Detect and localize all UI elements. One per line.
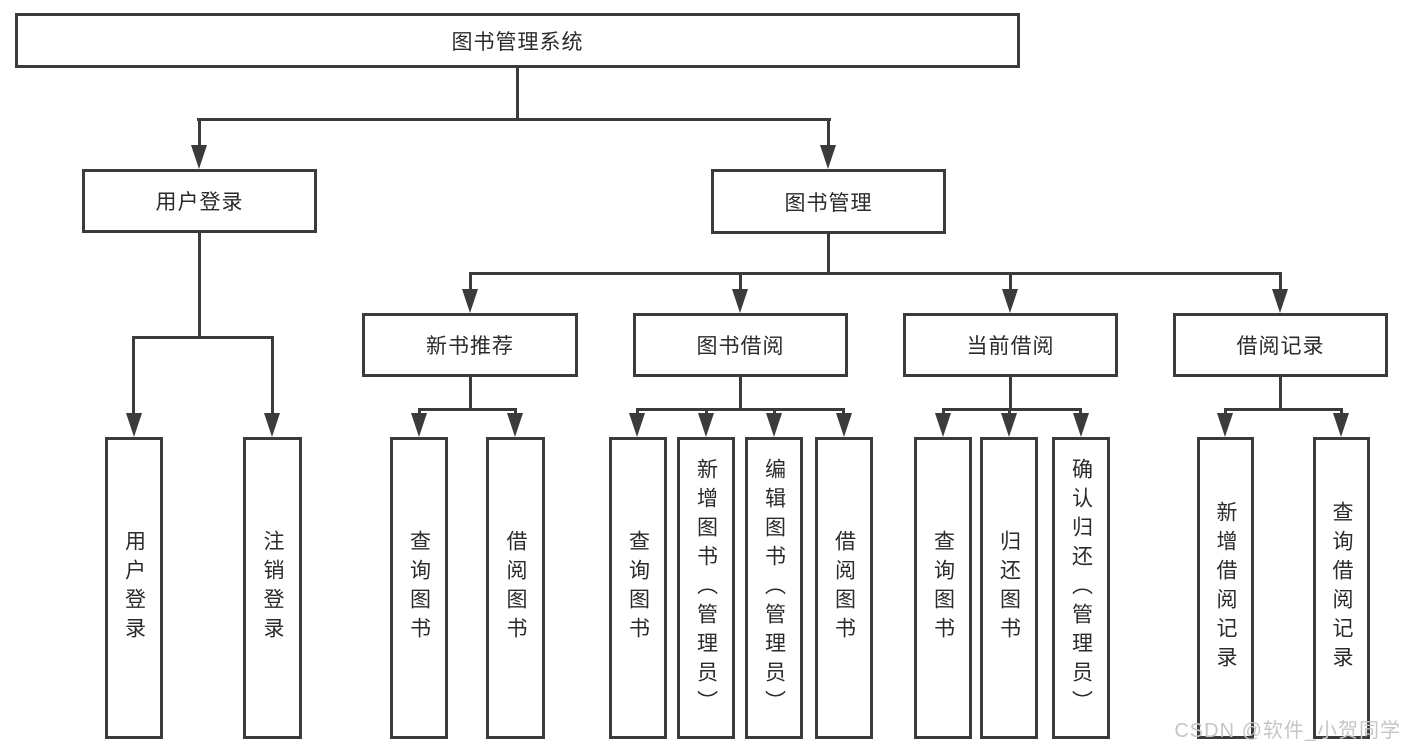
- leaf-borrow-books-borrowing-label: 借阅图书: [832, 530, 856, 646]
- arrow-down-leaf-confirm-return: [1073, 413, 1089, 437]
- leaf-add-book-admin-label: 新增图书（管理员）: [694, 457, 718, 719]
- edge-root-drop: [516, 68, 519, 121]
- leaf-query-borrow-record-label: 查询借阅记录: [1330, 501, 1353, 675]
- edge-book-borrowing-drop: [739, 377, 742, 410]
- node-borrowing-records: 借阅记录: [1173, 313, 1388, 377]
- arrow-down-leaf-user-login: [126, 413, 142, 437]
- arrow-down-leaf-add-book: [698, 413, 714, 437]
- edge-stem-user-login: [198, 118, 201, 152]
- leaf-search-books-borrowing-label: 查询图书: [626, 530, 650, 646]
- node-user-login: 用户登录: [82, 169, 317, 233]
- leaf-return-books-label: 归还图书: [997, 530, 1021, 646]
- arrow-down-leaf-return: [1001, 413, 1017, 437]
- edge-user-login-drop: [198, 233, 201, 338]
- edge-new-book-recommend-drop: [469, 377, 472, 410]
- node-book-management: 图书管理: [711, 169, 946, 234]
- arrow-down-borrowing-records: [1272, 289, 1288, 313]
- leaf-add-book-admin: 新增图书（管理员）: [677, 437, 735, 739]
- leaf-query-borrow-record: 查询借阅记录: [1313, 437, 1370, 739]
- arrow-down-book-borrowing: [732, 289, 748, 313]
- leaf-add-borrow-record: 新增借阅记录: [1197, 437, 1254, 739]
- node-root: 图书管理系统: [15, 13, 1020, 68]
- edge-stem-current-borrowing: [1009, 272, 1012, 294]
- leaf-logout-label: 注销登录: [261, 530, 284, 646]
- edge-current-borrowing-bus: [942, 408, 1082, 411]
- leaf-search-books-recommend: 查询图书: [390, 437, 448, 739]
- leaf-confirm-return-admin-label: 确认归还（管理员）: [1069, 457, 1093, 719]
- leaf-borrow-books-borrowing: 借阅图书: [815, 437, 873, 739]
- node-current-borrowing: 当前借阅: [903, 313, 1118, 377]
- leaf-user-login-label: 用户登录: [122, 530, 146, 646]
- arrow-down-leaf-logout: [264, 413, 280, 437]
- edge-current-borrowing-drop: [1009, 377, 1012, 410]
- leaf-edit-book-admin-label: 编辑图书（管理员）: [762, 457, 786, 719]
- node-book-borrowing-label: 图书借阅: [696, 335, 785, 358]
- leaf-borrow-books-recommend-label: 借阅图书: [504, 530, 527, 646]
- leaf-edit-book-admin: 编辑图书（管理员）: [745, 437, 803, 739]
- edge-book-management-bus: [469, 272, 1282, 275]
- leaf-return-books: 归还图书: [980, 437, 1038, 739]
- node-user-login-label: 用户登录: [155, 191, 244, 214]
- arrow-down-leaf-borrow-2: [836, 413, 852, 437]
- edge-borrowing-records-bus: [1224, 408, 1343, 411]
- leaf-search-books-recommend-label: 查询图书: [407, 530, 431, 646]
- csdn-watermark: CSDN @软件_小贺同学: [1174, 720, 1401, 742]
- node-current-borrowing-label: 当前借阅: [966, 335, 1055, 358]
- leaf-search-books-current-label: 查询图书: [931, 530, 955, 646]
- leaf-search-books-borrowing: 查询图书: [609, 437, 667, 739]
- edge-borrowing-records-drop: [1279, 377, 1282, 410]
- arrow-down-new-book-recommend: [462, 289, 478, 313]
- edge-root-bus: [197, 118, 831, 121]
- leaf-confirm-return-admin: 确认归还（管理员）: [1052, 437, 1110, 739]
- arrow-down-leaf-search-2: [629, 413, 645, 437]
- edge-stem-new-book-recommend: [469, 272, 472, 294]
- leaf-search-books-current: 查询图书: [914, 437, 972, 739]
- node-book-management-label: 图书管理: [784, 191, 873, 215]
- edge-book-borrowing-bus: [636, 408, 845, 411]
- edge-stem-leaf-user-login: [132, 336, 135, 416]
- leaf-borrow-books-recommend: 借阅图书: [486, 437, 545, 739]
- edge-stem-borrowing-records: [1279, 272, 1282, 294]
- arrow-down-user-login: [191, 145, 207, 169]
- arrow-down-leaf-query-record: [1333, 413, 1349, 437]
- arrow-down-leaf-search-1: [411, 413, 427, 437]
- leaf-user-login: 用户登录: [105, 437, 163, 739]
- edge-book-management-drop: [827, 234, 830, 274]
- arrow-down-leaf-edit-book: [766, 413, 782, 437]
- edge-stem-leaf-logout: [271, 336, 274, 416]
- arrow-down-leaf-add-record: [1217, 413, 1233, 437]
- edge-stem-book-management: [827, 118, 830, 152]
- arrow-down-book-management: [820, 145, 836, 169]
- arrow-down-leaf-search-3: [935, 413, 951, 437]
- node-borrowing-records-label: 借阅记录: [1236, 335, 1325, 358]
- leaf-add-borrow-record-label: 新增借阅记录: [1214, 501, 1237, 675]
- edge-stem-book-borrowing: [739, 272, 742, 294]
- node-new-book-recommend: 新书推荐: [362, 313, 578, 377]
- edge-user-login-bus: [133, 336, 274, 339]
- node-new-book-recommend-label: 新书推荐: [426, 335, 514, 358]
- arrow-down-leaf-borrow-1: [507, 413, 523, 437]
- leaf-logout: 注销登录: [243, 437, 302, 739]
- node-root-label: 图书管理系统: [451, 30, 584, 54]
- edge-new-book-recommend-bus: [418, 408, 517, 411]
- arrow-down-current-borrowing: [1002, 289, 1018, 313]
- node-book-borrowing: 图书借阅: [633, 313, 848, 377]
